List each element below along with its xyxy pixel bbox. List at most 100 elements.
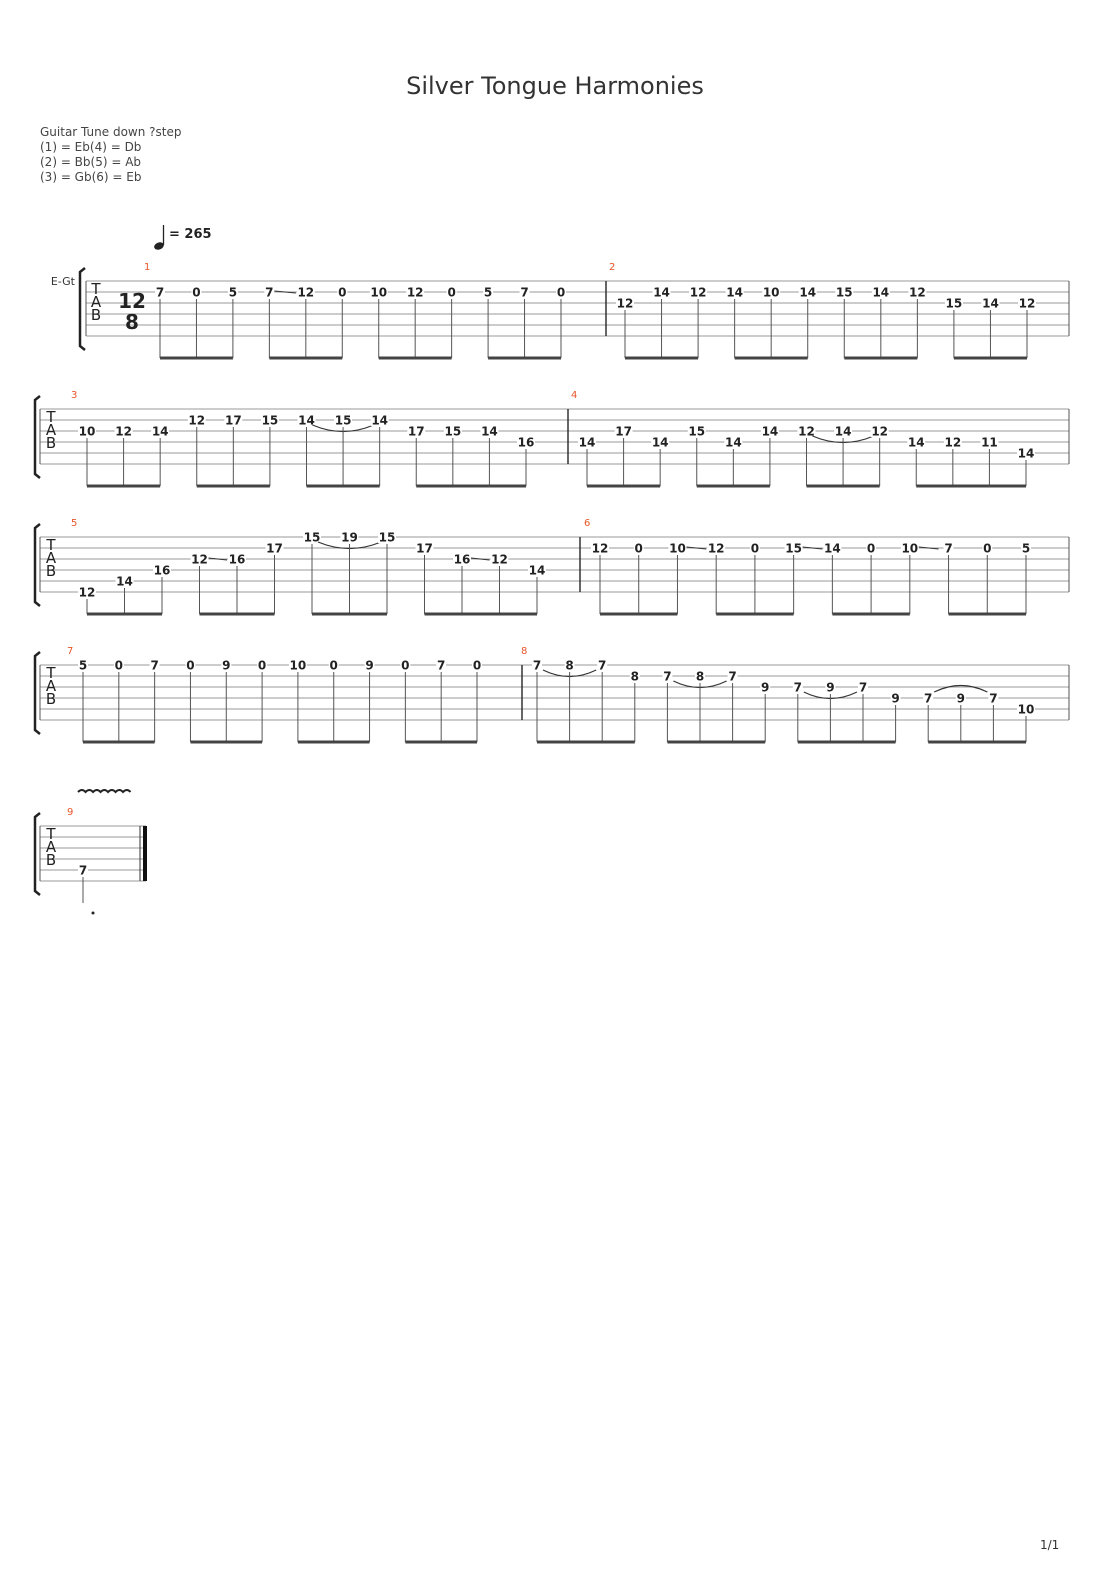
fret-number: 10 (290, 659, 307, 673)
fret-backing (328, 659, 339, 671)
fret-number: 0 (983, 542, 991, 556)
fret-backing (288, 659, 307, 671)
fret-number: 16 (518, 436, 535, 450)
fret-number: 10 (370, 286, 387, 300)
fret-backing (114, 425, 133, 437)
fret-backing (78, 864, 88, 876)
time-signature-top: 12 (118, 289, 146, 313)
fret-backing (155, 286, 165, 298)
fret-number: 5 (1022, 542, 1030, 556)
fret-number: 14 (799, 286, 816, 300)
fret-backing (1017, 447, 1035, 459)
measure-number: 6 (584, 518, 590, 529)
tab-clef-letter: T (45, 664, 56, 682)
fret-backing (980, 436, 999, 448)
fret-number: 9 (957, 692, 965, 706)
fret-number: 9 (826, 681, 834, 695)
fret-backing (228, 553, 246, 565)
fret-backing (78, 659, 88, 671)
fret-number: 7 (859, 681, 867, 695)
tab-clef-letter: B (91, 306, 101, 324)
measure-number: 2 (609, 262, 615, 273)
fret-backing (400, 659, 411, 671)
fret-number: 9 (761, 681, 769, 695)
fret-backing (629, 670, 640, 682)
fret-backing (835, 286, 854, 298)
fret-backing (296, 286, 315, 298)
fret-number: 0 (186, 659, 194, 673)
fret-number: 10 (669, 542, 686, 556)
fret-number: 7 (663, 670, 671, 684)
fret-backing (303, 531, 321, 543)
fret-number: 12 (191, 553, 208, 567)
time-signature-bottom: 8 (125, 310, 139, 334)
fret-backing (907, 436, 926, 448)
fret-number: 19 (341, 531, 358, 545)
fret-backing (483, 286, 494, 298)
fret-number: 15 (785, 542, 802, 556)
tuning-line-2: (2) = Bb(5) = Ab (40, 155, 142, 169)
fret-backing (823, 542, 842, 554)
tab-clef-letter: B (46, 851, 56, 869)
fret-backing (591, 542, 609, 554)
fret-number: 15 (379, 531, 396, 545)
fret-number: 8 (631, 670, 639, 684)
fret-number: 17 (615, 425, 632, 439)
fret-number: 14 (762, 425, 779, 439)
fret-number: 5 (484, 286, 492, 300)
fret-backing (1018, 297, 1036, 309)
fret-backing (564, 659, 575, 671)
fret-backing (528, 564, 546, 576)
fret-backing (153, 564, 171, 576)
fret-number: 0 (338, 286, 346, 300)
fret-backing (364, 659, 375, 671)
fret-number: 7 (437, 659, 445, 673)
fret-backing (662, 670, 673, 682)
slide-line (802, 546, 823, 550)
dot-mark (91, 911, 95, 915)
fret-number: 12 (871, 425, 888, 439)
fret-backing (687, 425, 706, 437)
fret-backing (825, 681, 836, 693)
slide-line (274, 290, 296, 294)
tab-clef-letter: A (46, 421, 57, 439)
fret-backing (191, 286, 202, 298)
fret-number: 9 (365, 659, 373, 673)
fret-number: 12 (690, 286, 707, 300)
fret-number: 8 (696, 670, 704, 684)
fret-backing (532, 659, 542, 671)
fret-number: 14 (371, 414, 388, 428)
fret-backing (378, 531, 396, 543)
fret-number: 14 (835, 425, 852, 439)
fret-backing (760, 425, 779, 437)
fret-backing (337, 286, 348, 298)
measure-number: 8 (521, 646, 527, 657)
fret-backing (981, 297, 1000, 309)
fret-backing (651, 436, 670, 448)
fret-backing (797, 425, 816, 437)
fret-number: 17 (225, 414, 242, 428)
fret-number: 12 (188, 414, 205, 428)
fret-backing (695, 670, 705, 682)
fret-backing (668, 542, 687, 554)
fret-number: 14 (908, 436, 925, 450)
fret-number: 10 (763, 286, 780, 300)
fret-number: 12 (1019, 297, 1036, 311)
fret-backing (988, 692, 999, 704)
fret-number: 14 (653, 286, 670, 300)
fret-backing (370, 414, 389, 426)
fret-number: 12 (944, 436, 961, 450)
instrument-label: E-Gt (51, 275, 76, 288)
fret-backing (407, 425, 426, 437)
fret-backing (834, 425, 853, 437)
tab-clef-letter: T (45, 408, 56, 426)
fret-number: 12 (798, 425, 815, 439)
fret-number: 15 (444, 425, 461, 439)
fret-number: 12 (79, 586, 96, 600)
fret-backing (264, 286, 275, 298)
fret-backing (517, 436, 535, 448)
fret-number: 7 (598, 659, 606, 673)
fret-backing (614, 425, 633, 437)
fret-backing (943, 542, 954, 554)
slide-line (208, 557, 228, 561)
